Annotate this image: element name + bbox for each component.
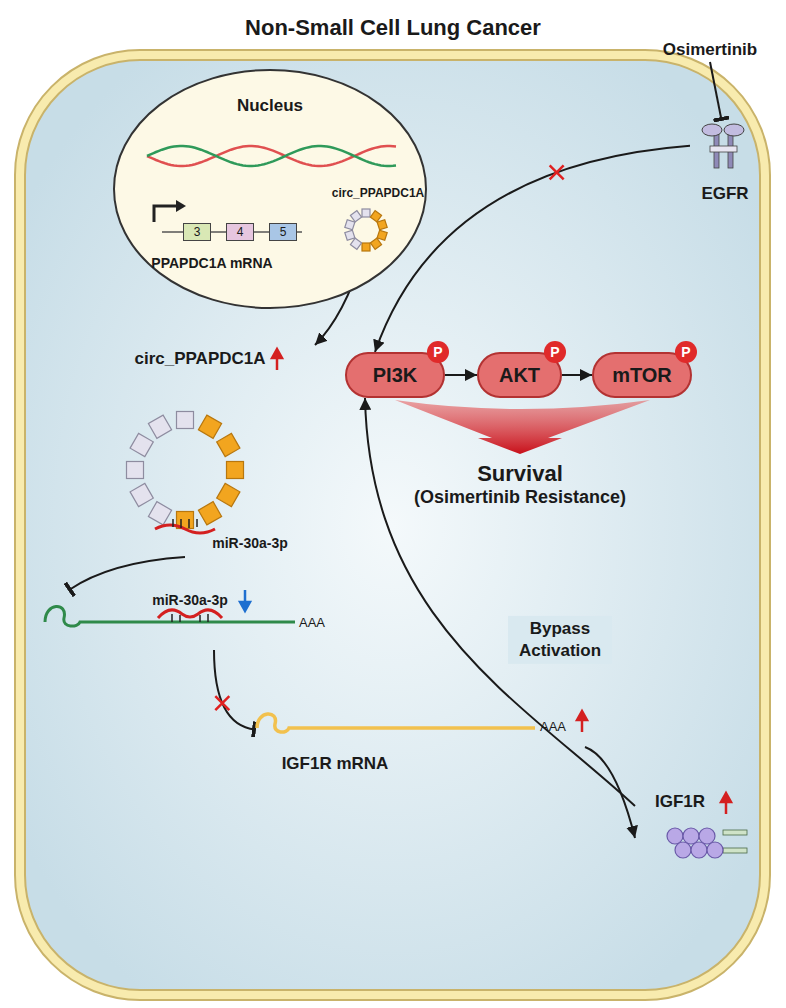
mrna-strand: IGF1R mRNA	[255, 712, 585, 782]
phospho-badge: P	[544, 341, 566, 363]
nucleus: Nucleus 3 4 5 circ_PPAPDC1A	[112, 68, 428, 310]
node-text: Survival	[477, 461, 563, 487]
survival-fan	[395, 400, 650, 454]
node-text: 5	[280, 225, 287, 239]
text-label: AAA	[540, 719, 566, 734]
block-cross	[215, 696, 229, 710]
node-text: (Osimertinib Resistance)	[414, 487, 626, 509]
cell-membrane	[20, 55, 765, 995]
mirna-strand: miR-30a-3p	[40, 590, 330, 650]
node-text: Nucleus	[237, 96, 303, 116]
cell: Non-Small Cell Lung CancerNucleus345circ…	[20, 55, 765, 995]
activation-connector	[445, 374, 477, 376]
down-arrow	[240, 590, 250, 611]
node-text: 3	[194, 225, 201, 239]
node-text: miR-30a-3p	[212, 535, 287, 551]
node-text: Non-Small Cell Lung Cancer	[245, 15, 541, 40]
inhibition-connector	[710, 62, 722, 120]
activation-connector	[365, 398, 635, 806]
node-text: Osimertinib	[663, 40, 757, 60]
activation-connector	[562, 374, 592, 376]
node-text: circ_PPAPDC1A	[134, 349, 265, 369]
cell-membrane-inner	[20, 55, 765, 995]
node-text: miR-30a-3p	[152, 592, 227, 608]
node-text: IGF1R	[655, 792, 705, 812]
node-text: AKT	[499, 363, 540, 387]
node-text: mTOR	[612, 363, 672, 387]
phospho-badge: P	[675, 341, 697, 363]
circrna-small: circ_PPAPDC1A	[330, 186, 426, 252]
egfr-receptor: EGFR	[690, 120, 760, 206]
activation-connector	[585, 747, 635, 838]
exon-box: 3	[183, 223, 211, 241]
igf1r-receptor: IGF1R	[635, 790, 750, 870]
node-text: PI3K	[373, 363, 417, 387]
drug-label: Osimertinib	[655, 38, 765, 62]
up-arrows	[272, 349, 731, 814]
exon-box: 5	[269, 223, 297, 241]
circrna-sponge-art	[125, 345, 325, 557]
circrna-sponge: circ_PPAPDC1A miR-30a-3p	[125, 345, 325, 557]
edge-label: Bypass Activation	[508, 616, 612, 664]
node-text: 4	[237, 225, 244, 239]
text-label: AAA	[299, 615, 325, 630]
inhibition-connector	[69, 557, 185, 590]
block-cross	[550, 165, 564, 179]
node-text: EGFR	[701, 184, 748, 204]
exon-box: 4	[226, 223, 254, 241]
phospho-badge: P	[427, 341, 449, 363]
inhibition-connector	[214, 650, 255, 730]
node-text: circ_PPAPDC1A	[332, 187, 424, 201]
outcome-box: Survival(Osimertinib Resistance)	[400, 455, 640, 515]
node-text: IGF1R mRNA	[282, 754, 389, 774]
text-label: PPAPDC1A mRNA	[151, 255, 272, 271]
